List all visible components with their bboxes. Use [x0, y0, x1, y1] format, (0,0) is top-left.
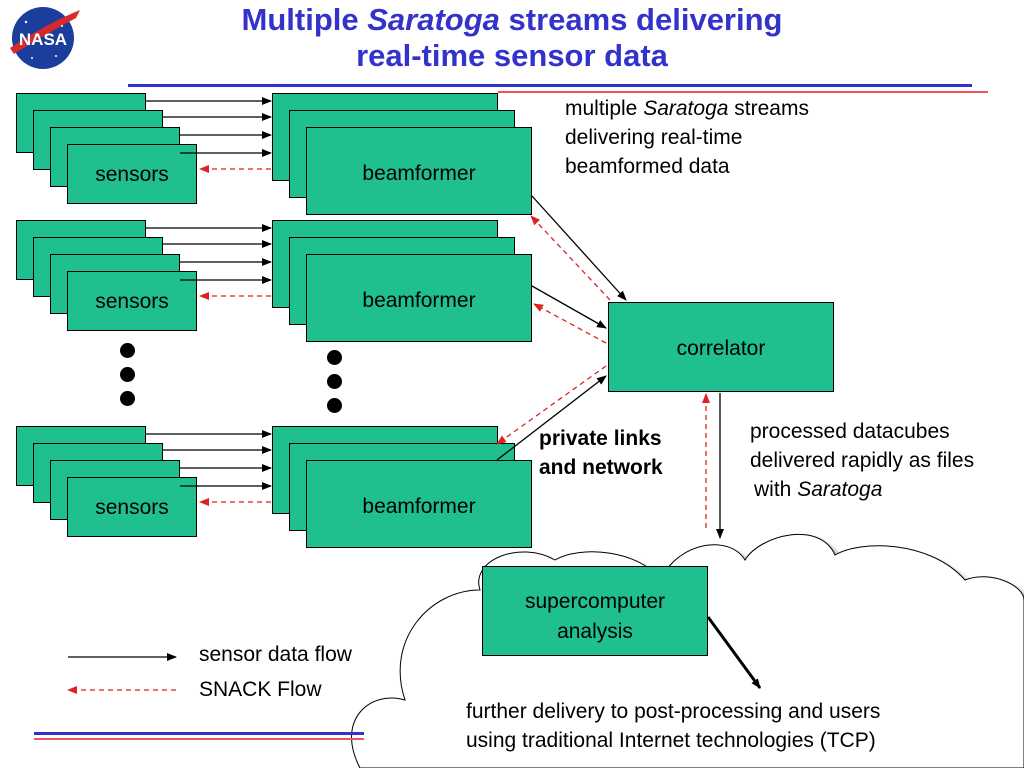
correlator-box: correlator — [608, 302, 834, 392]
title-rule-blue — [128, 84, 972, 87]
sensor-box: sensors — [67, 271, 197, 331]
page-title: Multiple Saratoga streams delivering rea… — [241, 2, 783, 73]
beamformer-box: beamformer — [306, 254, 532, 342]
streams-note: multiple Saratoga streams delivering rea… — [565, 97, 809, 178]
footer-rule-red — [34, 738, 364, 740]
ellipsis-dot — [327, 398, 342, 413]
correlator-label: correlator — [676, 337, 766, 360]
footer-rule-blue — [34, 732, 364, 735]
ellipsis-dot — [327, 350, 342, 365]
sensor-box: sensors — [67, 144, 197, 204]
ellipsis-dot — [120, 367, 135, 382]
beamformer-label: beamformer — [362, 162, 476, 185]
datacubes-note: processed datacubes delivered rapidly as… — [750, 420, 975, 501]
supercomputer-box: supercomputer analysis — [482, 566, 708, 656]
beamformer-box: beamformer — [306, 127, 532, 215]
beamformer-label: beamformer — [362, 495, 476, 518]
private-links-note: private links and network — [539, 427, 663, 479]
ellipsis-dot — [120, 391, 135, 406]
legend-solid-label: sensor data flow — [199, 643, 352, 666]
sensors-label: sensors — [95, 290, 169, 313]
svg-text:NASA: NASA — [19, 30, 67, 49]
further-delivery-note: further delivery to post-processing and … — [466, 700, 881, 752]
ellipsis-dot — [120, 343, 135, 358]
title-rule-red — [498, 91, 988, 93]
sensors-label: sensors — [95, 163, 169, 186]
sensor-box: sensors — [67, 477, 197, 537]
legend-dashed-label: SNACK Flow — [199, 678, 322, 701]
beamformer-label: beamformer — [362, 289, 476, 312]
supercomputer-label: supercomputer analysis — [524, 590, 666, 643]
nasa-logo: NASA — [10, 7, 80, 69]
sensors-label: sensors — [95, 496, 169, 519]
beamformer-box: beamformer — [306, 460, 532, 548]
ellipsis-dot — [327, 374, 342, 389]
